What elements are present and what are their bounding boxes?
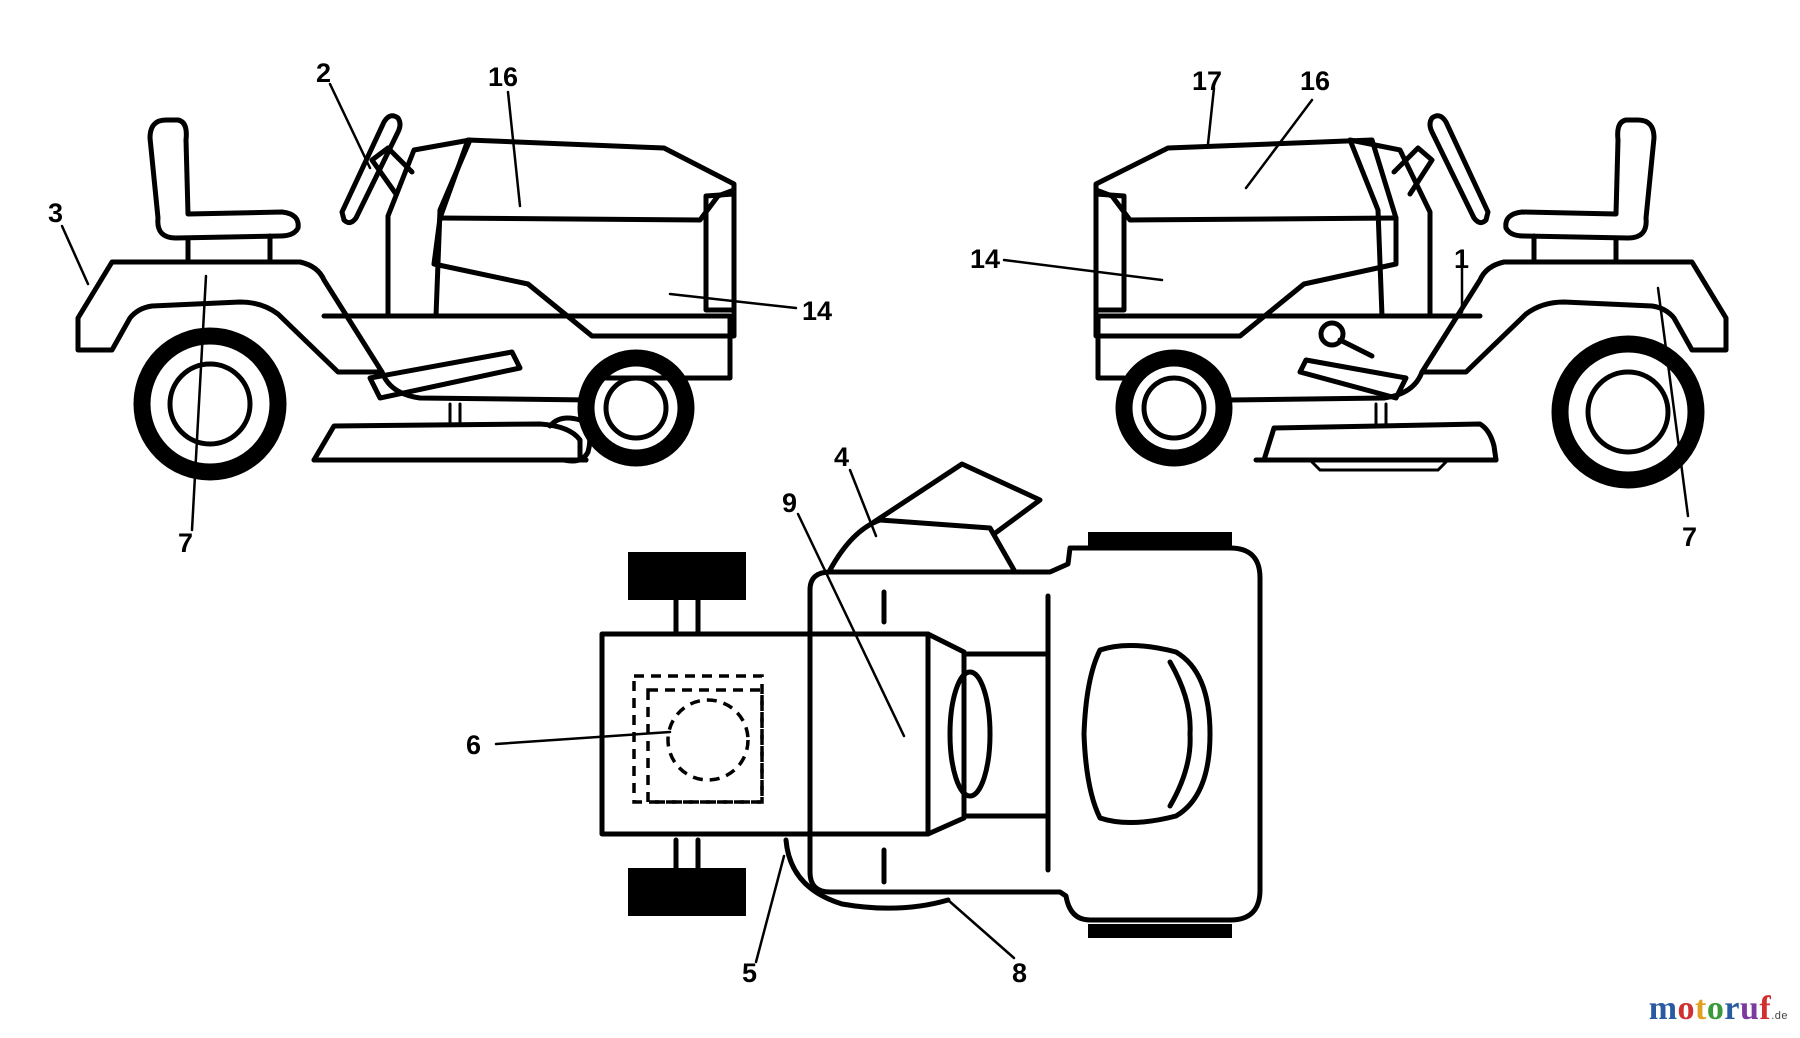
callout-7-left: 7 bbox=[178, 528, 193, 558]
callout-6: 6 bbox=[466, 730, 481, 760]
callout-14-left: 14 bbox=[802, 296, 832, 326]
callout-14-right: 14 bbox=[970, 244, 1000, 274]
callout-2: 2 bbox=[316, 58, 331, 88]
watermark-letter: u bbox=[1739, 990, 1760, 1027]
watermark-letter: f bbox=[1759, 990, 1772, 1027]
watermark-letter: o bbox=[1677, 990, 1696, 1027]
left-side-view-mower bbox=[75, 113, 737, 481]
watermark-logo: motoruf.de bbox=[1649, 990, 1788, 1028]
watermark-letter: r bbox=[1724, 990, 1740, 1027]
top-view-mower bbox=[599, 461, 1263, 938]
right-side-view-mower bbox=[1093, 113, 1729, 489]
watermark-letter: t bbox=[1695, 990, 1707, 1027]
watermark-wordmark: motoruf bbox=[1649, 990, 1772, 1027]
callout-7-right: 7 bbox=[1682, 522, 1697, 552]
watermark-suffix: .de bbox=[1771, 1010, 1788, 1022]
leader-lines bbox=[60, 82, 1690, 964]
callout-1: 1 bbox=[1454, 244, 1469, 274]
callout-8: 8 bbox=[1012, 958, 1027, 988]
callout-16-left: 16 bbox=[488, 62, 518, 92]
watermark-letter: m bbox=[1648, 990, 1678, 1027]
callout-4: 4 bbox=[834, 442, 849, 472]
callout-17: 17 bbox=[1192, 66, 1222, 96]
watermark-letter: o bbox=[1706, 990, 1725, 1027]
callout-labels: 2 16 3 7 14 17 16 14 1 7 4 9 6 5 8 bbox=[48, 58, 1697, 988]
callout-9: 9 bbox=[782, 488, 797, 518]
callout-5: 5 bbox=[742, 958, 757, 988]
callout-3: 3 bbox=[48, 198, 63, 228]
callout-16-right: 16 bbox=[1300, 66, 1330, 96]
